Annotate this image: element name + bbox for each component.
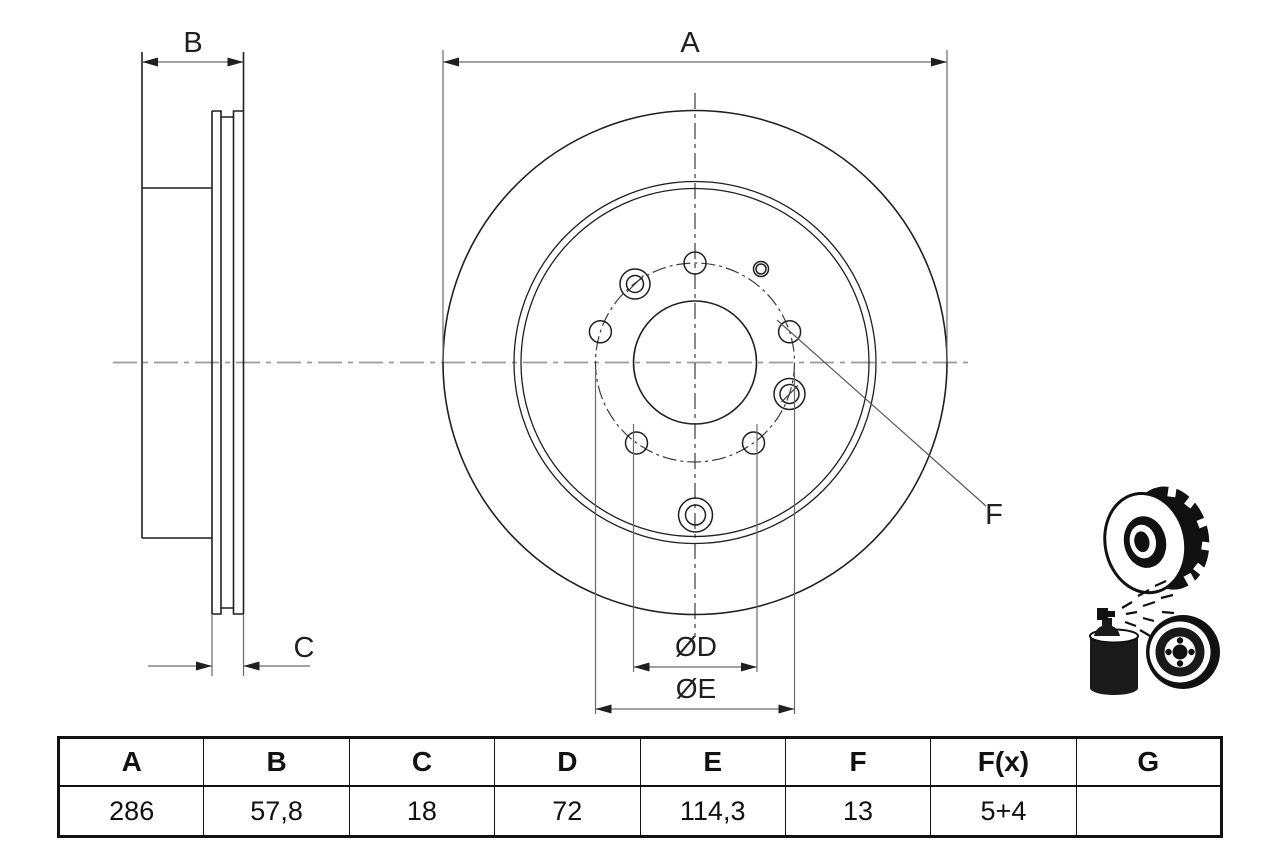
dimension-spec-table: A B C D E F F(x) G 286 57,8 18 72 114,3 … — [57, 736, 1223, 838]
disc-top-profile — [212, 110, 244, 118]
spec-header-fx: F(x) — [930, 737, 1077, 787]
dimension-a-label: A — [680, 27, 700, 59]
screw-hole-inner — [779, 383, 800, 405]
spec-value-f: 13 — [784, 785, 932, 837]
bolt-circle-centerline — [594, 262, 796, 463]
screw-hole-outer — [773, 377, 806, 411]
dimension-e: ØE — [594, 372, 796, 714]
dimension-d: ØD — [632, 424, 758, 672]
vented-brake-disc-icon — [1103, 485, 1214, 595]
arrowhead-right — [931, 57, 947, 67]
spray-lines — [1121, 579, 1175, 637]
spec-value-fx: 5+4 — [930, 785, 1077, 837]
coated-disc — [1146, 615, 1220, 689]
pin-hole-outer — [752, 260, 770, 278]
arrowhead-left — [595, 704, 612, 714]
spec-header-d: D — [494, 737, 641, 787]
screw-hole-slash — [781, 385, 799, 403]
centerlines — [113, 93, 968, 637]
screw-hole-inner — [625, 274, 645, 294]
dimension-c-label: C — [294, 632, 315, 664]
lower-hole-outer — [677, 497, 714, 533]
spec-table-header-row: A B C D E F F(x) G — [57, 737, 1223, 787]
spec-value-g — [1075, 785, 1223, 837]
dimension-a: A — [442, 27, 948, 363]
arrowhead-left — [142, 57, 158, 67]
spec-header-c: C — [348, 737, 496, 787]
disc-bottom-profile — [212, 607, 244, 615]
bolt-hole — [683, 251, 707, 275]
spec-value-e: 114,3 — [639, 785, 786, 837]
dimension-d-label: ØD — [675, 631, 717, 662]
dimension-f-label: F — [985, 499, 1003, 531]
spec-header-e: E — [639, 737, 786, 787]
spec-table-value-row: 286 57,8 18 72 114,3 13 5+4 — [57, 785, 1223, 837]
arrowhead-left — [633, 662, 650, 672]
pin-hole-inner — [755, 263, 767, 275]
screw-hole-outer — [619, 268, 651, 300]
spec-header-f: F — [784, 737, 932, 787]
spec-header-b: B — [203, 737, 350, 787]
bolt-hole — [588, 320, 613, 344]
arrowhead-left — [443, 57, 459, 67]
dimension-b: B — [142, 27, 244, 67]
bolt-hole — [777, 320, 802, 344]
screw-hole-slash — [626, 275, 644, 293]
arrowhead-right — [778, 704, 795, 714]
arrowhead-right — [243, 661, 260, 671]
center-bore-circle — [632, 300, 758, 425]
spray-can — [1089, 608, 1139, 695]
spec-value-b: 57,8 — [203, 785, 350, 837]
hat-outer-circle — [520, 187, 870, 538]
spec-value-c: 18 — [348, 785, 496, 837]
side-section-view — [141, 52, 245, 615]
arrowhead-left — [196, 661, 212, 671]
spec-value-d: 72 — [494, 785, 641, 837]
dimensions: B A C ØD — [142, 27, 1003, 714]
auxiliary-holes — [619, 260, 806, 533]
dimension-b-label: B — [183, 27, 202, 59]
bolt-hole — [741, 431, 766, 455]
arrowhead-right — [227, 57, 244, 67]
spec-header-g: G — [1075, 737, 1223, 787]
wheel-bolt-holes — [588, 251, 802, 455]
bolt-hole — [624, 431, 649, 455]
spec-value-a: 286 — [57, 785, 205, 837]
lower-hole-inner — [684, 504, 707, 526]
dimension-e-label: ØE — [676, 673, 716, 704]
spec-header-a: A — [57, 737, 205, 787]
spray-coating-icon — [1089, 579, 1220, 695]
vent-slots — [1167, 485, 1214, 587]
friction-ring-inner-circle — [513, 180, 877, 545]
dimension-c: C — [148, 614, 314, 676]
arrowhead-right — [741, 662, 757, 672]
f-leader-line — [776, 319, 987, 507]
